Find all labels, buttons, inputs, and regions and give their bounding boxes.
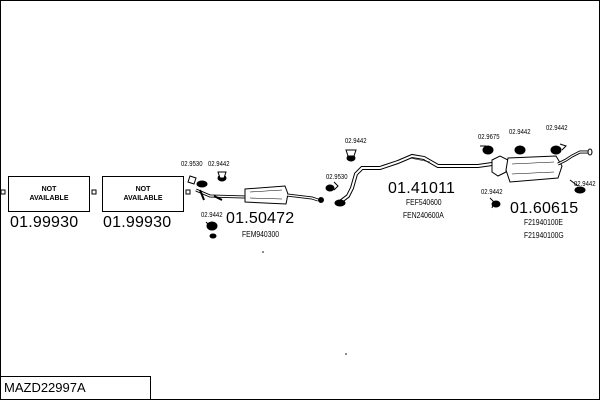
na-line1: NOT — [41, 186, 57, 193]
ref-fef: FEF540600 — [406, 198, 442, 207]
ref-f219g: F21940100G — [524, 231, 564, 240]
part-number-3: 01.50472 — [226, 210, 295, 227]
ref-fen: FEN240600A — [403, 211, 444, 220]
small-part-label: 02.9442 — [574, 181, 596, 188]
ref-fem: FEM940300 — [242, 230, 280, 239]
small-part-label: 02.9442 — [345, 138, 367, 145]
small-part-label: 02.9442 — [509, 129, 531, 136]
small-part-label: 02.9442 — [208, 161, 230, 168]
connector-marker — [0, 189, 6, 195]
small-part-label: 02.9442 — [201, 212, 223, 219]
small-part-label: 02.9675 — [478, 134, 500, 141]
hanger-icons-front — [187, 171, 227, 239]
dot — [345, 353, 347, 355]
model-code-box — [0, 376, 151, 399]
part-number-4: 01.41011 — [388, 180, 456, 197]
model-code: MAZD22997A — [4, 380, 86, 395]
small-part-label: 02.9442 — [546, 125, 568, 132]
dot — [262, 251, 264, 253]
rear-muffler-assembly — [480, 143, 593, 209]
small-part-label: 02.9530 — [181, 161, 203, 168]
not-available-box-2: NOT AVAILABLE — [102, 176, 184, 212]
na-line2: AVAILABLE — [123, 195, 163, 202]
part-number-5: 01.60615 — [510, 200, 579, 217]
part-number-2: 01.99930 — [103, 214, 172, 231]
na-line1: NOT — [135, 186, 151, 193]
ref-f219e: F21940100E — [524, 218, 563, 227]
front-muffler-assembly — [195, 185, 324, 205]
small-part-label: 02.9530 — [326, 174, 348, 181]
not-available-box-1: NOT AVAILABLE — [8, 176, 90, 212]
connector-marker — [91, 189, 97, 195]
middle-pipe-assembly — [325, 149, 493, 207]
connector-marker — [185, 189, 191, 195]
part-number-1: 01.99930 — [10, 214, 79, 231]
na-line2: AVAILABLE — [29, 195, 69, 202]
small-part-label: 02.9442 — [481, 189, 503, 196]
